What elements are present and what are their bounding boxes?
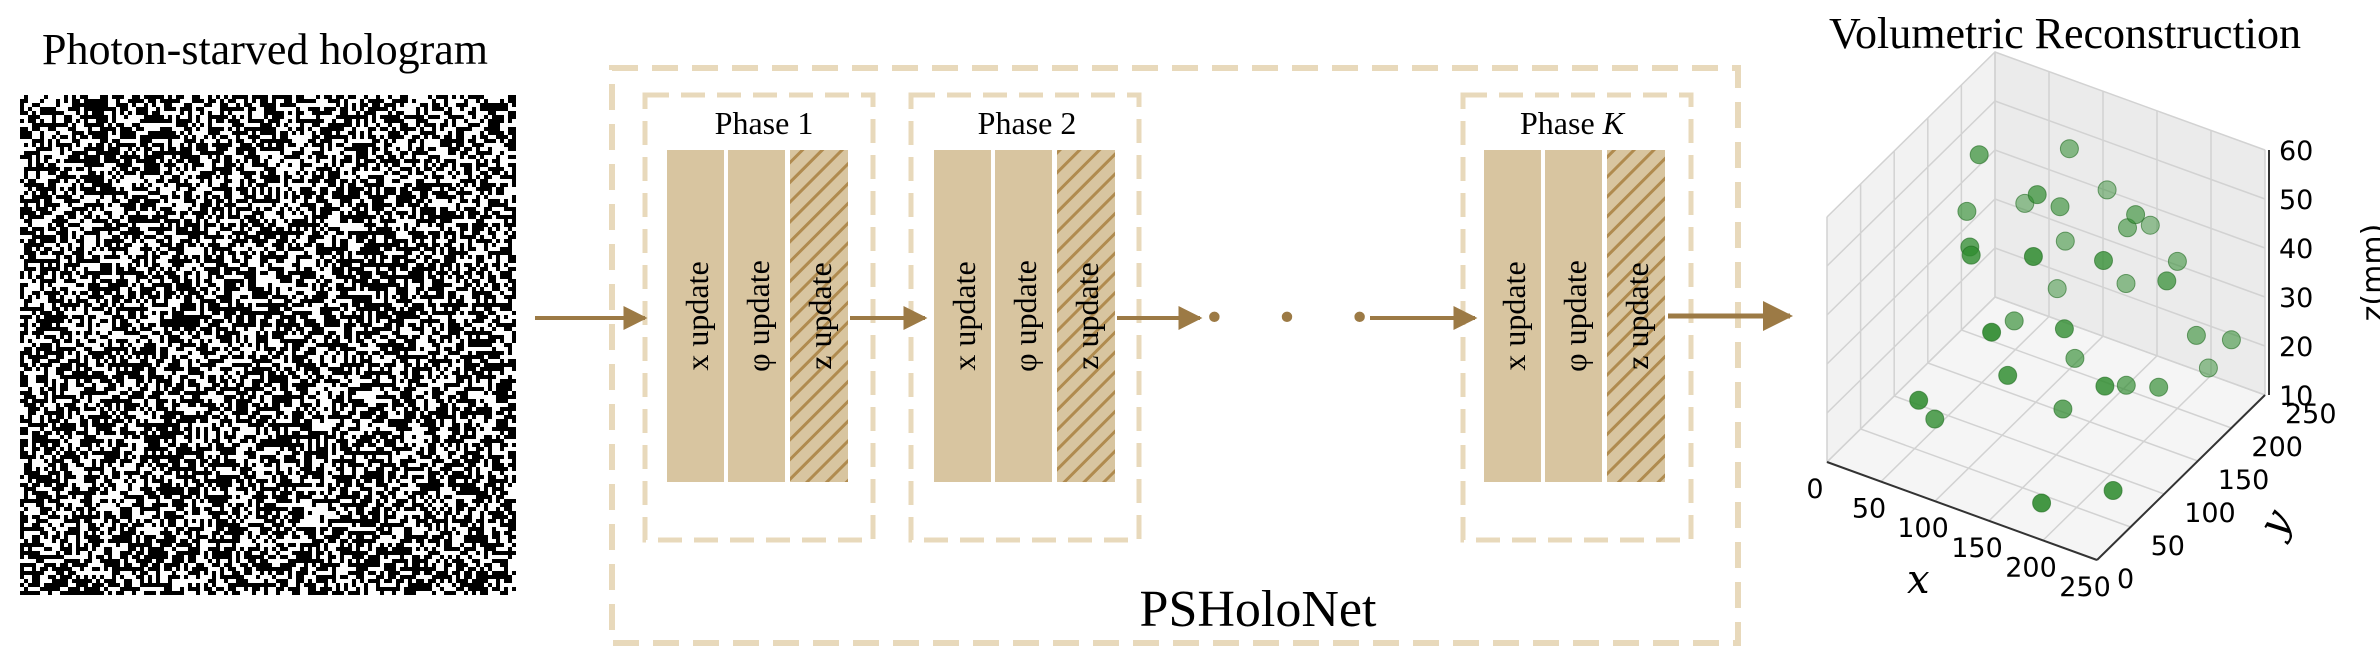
x-axis-line — [1826, 461, 2098, 561]
scatter-point — [2186, 325, 2206, 345]
phase-k-title: Phase K — [1520, 105, 1626, 141]
scatter-point — [2167, 251, 2187, 271]
phase-k-phi-label: φ update — [1557, 260, 1593, 372]
grid-line-z — [1826, 100, 2266, 267]
phase-k-x-label: x update — [1496, 261, 1532, 370]
scatter-point — [2094, 251, 2113, 270]
z-tick-label: 30 — [2279, 283, 2313, 314]
scatter-point — [2047, 279, 2067, 299]
hologram-title: Photon-starved hologram — [42, 25, 488, 74]
phase-k-z-label: z update — [1619, 262, 1655, 370]
phase-2-phi-block — [995, 150, 1052, 482]
phase-k-phi-block — [1545, 150, 1602, 482]
phase-1-z-label: z update — [802, 262, 838, 370]
scatter-point — [1961, 245, 1981, 265]
scatter-point — [2157, 271, 2177, 291]
grid-line-z — [1826, 247, 2266, 414]
z-axis-label: z(mm) — [2356, 224, 2380, 322]
phase-1-x-block — [667, 150, 724, 482]
x-tick-label: 200 — [2005, 552, 2057, 583]
phase-1-phi-label: φ update — [740, 260, 776, 372]
z-tick-label: 50 — [2279, 185, 2313, 216]
x-tick-label: 50 — [1852, 494, 1886, 525]
phase-k-x-block — [1484, 150, 1541, 482]
y-tick-label: 250 — [2285, 399, 2337, 430]
x-tick-label: 250 — [2059, 572, 2111, 603]
z-tick-label: 20 — [2279, 332, 2313, 363]
grid-line-z — [1826, 51, 2266, 218]
phase-2-x-label: x update — [946, 261, 982, 370]
scatter-point — [2053, 399, 2073, 419]
scatter-point — [2095, 376, 2115, 396]
y-axis-line — [2096, 394, 2266, 561]
scatter-point — [2097, 180, 2117, 200]
z-tick-label: 10 — [2279, 381, 2313, 412]
scatter-point — [2149, 377, 2169, 397]
phase-k-z-block — [1607, 150, 1665, 482]
phase-2-x-block — [934, 150, 991, 482]
scatter-point — [2126, 205, 2146, 225]
reconstruction-title: Volumetric Reconstruction — [1829, 9, 2301, 58]
phase-1-z-block — [790, 150, 848, 482]
scatter-point — [1925, 409, 1945, 429]
scatter-point — [2065, 348, 2085, 368]
phase-1-phi-block — [728, 150, 785, 482]
grid-line-z — [1826, 296, 2266, 463]
scatter-point — [2059, 139, 2079, 159]
scatter-point — [1909, 390, 1929, 410]
phase-1-x-label: x update — [679, 261, 715, 370]
phase-1-title: Phase 1 — [715, 105, 814, 141]
scatter-point — [1982, 322, 2002, 342]
scatter-point — [2140, 215, 2160, 235]
pshlonet-outer-frame — [609, 65, 1741, 646]
scatter-point — [2004, 311, 2024, 331]
phase-2-title: Phase 2 — [978, 105, 1077, 141]
phase-2-phi-label: φ update — [1007, 260, 1043, 372]
scatter-point — [1957, 201, 1977, 221]
hologram-noise-image — [20, 95, 516, 595]
scatter-point — [2198, 358, 2218, 378]
pshlonet-label: PSHoloNet — [1140, 581, 1377, 638]
phase-2-z-label: z update — [1069, 262, 1105, 370]
scatter-point — [2221, 330, 2241, 350]
y-axis-label: y — [2249, 501, 2302, 547]
scatter-point — [2023, 247, 2043, 266]
x-tick-label: 0 — [1806, 474, 1823, 505]
phase-2-z-block — [1057, 150, 1115, 482]
z-tick-label: 60 — [2279, 136, 2313, 167]
scatter-point — [1969, 145, 1989, 165]
y-tick-label: 0 — [2117, 564, 2134, 595]
hologram-noise-pixels — [20, 95, 516, 595]
scatter-point — [2050, 197, 2070, 217]
scatter-point — [2027, 185, 2047, 205]
scatter-point — [2116, 375, 2136, 395]
y-tick-label: 50 — [2151, 531, 2185, 562]
y-tick-label: 200 — [2251, 432, 2303, 463]
scatter-point — [1998, 365, 2018, 385]
z-tick-label: 40 — [2279, 234, 2313, 265]
scatter-point — [2055, 231, 2075, 251]
phase-ellipsis: • • • — [1204, 298, 1391, 339]
grid-line-z — [1826, 149, 2266, 316]
scatter-point — [2054, 319, 2074, 339]
y-tick-label: 150 — [2218, 465, 2270, 496]
scatter-point — [2116, 274, 2136, 293]
x-axis-label: x — [1907, 557, 1930, 603]
x-tick-label: 150 — [1951, 533, 2003, 564]
x-tick-label: 100 — [1897, 513, 1949, 544]
scatter-point — [2103, 481, 2123, 500]
y-tick-label: 100 — [2184, 498, 2236, 529]
scatter-point — [2032, 493, 2052, 513]
